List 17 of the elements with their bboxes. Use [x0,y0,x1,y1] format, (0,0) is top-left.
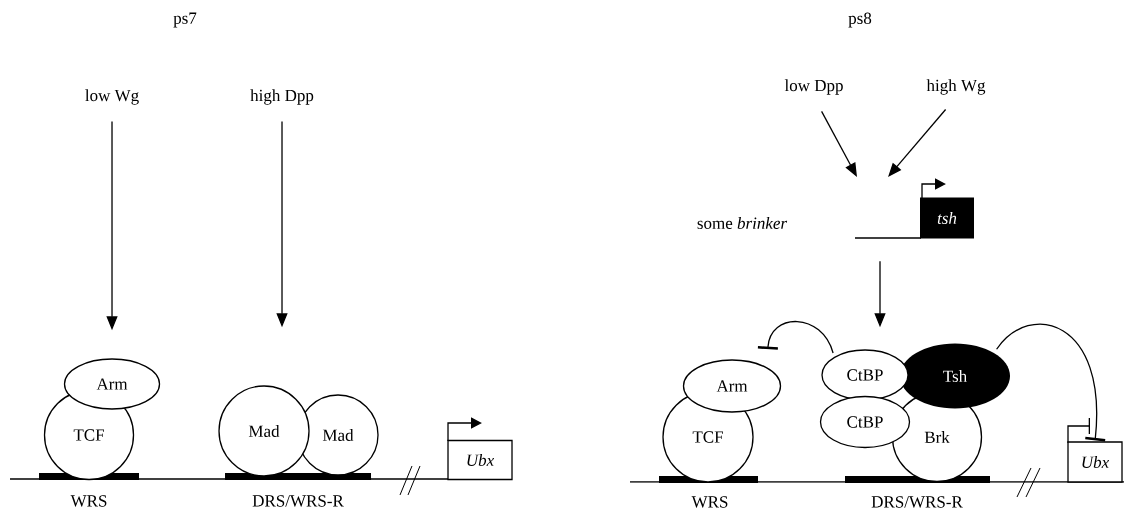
signal-label: low Dpp [784,79,843,95]
signal-label: high Dpp [250,89,314,105]
arrow [820,110,857,177]
site-label: WRS [70,495,107,507]
inhibition-arc [757,320,834,354]
site-label: DRS/WRS-R [252,495,344,507]
gene-box: Ubx [447,439,513,481]
gene-box: tsh [920,197,974,239]
site-label: DRS/WRS-R [871,496,963,508]
signal-label: high Wg [926,79,986,95]
gene-label: some brinker [697,217,788,229]
inhibition-arc [995,323,1106,442]
panel-label: ps8 [848,12,872,28]
gene-box: Ubx [1067,441,1123,483]
arrow [888,108,947,177]
panel-label: ps7 [173,12,197,28]
signal-label: low Wg [85,89,139,105]
